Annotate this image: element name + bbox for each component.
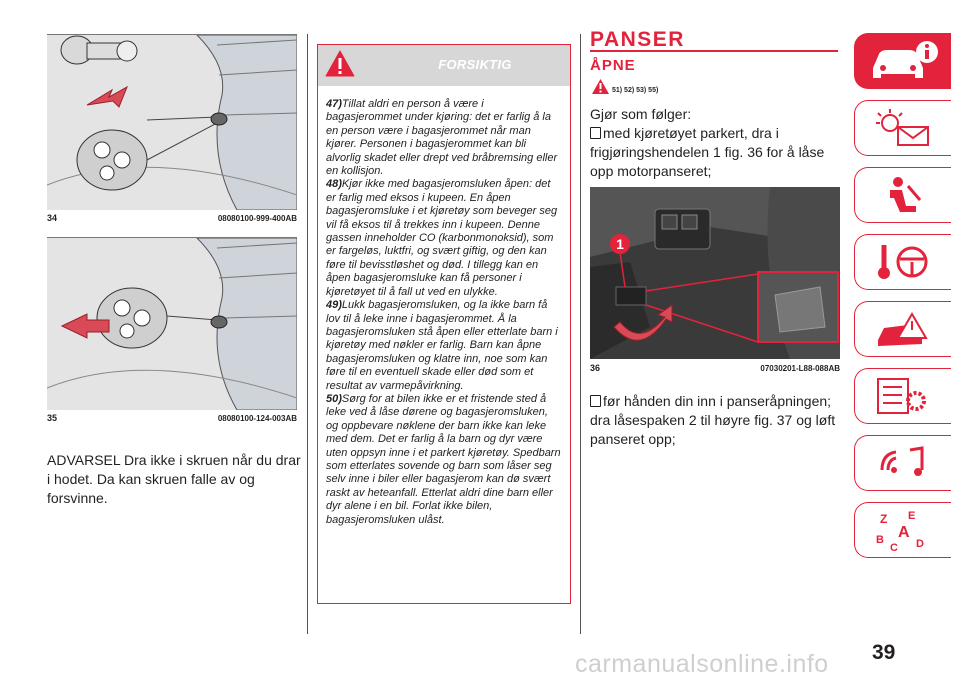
caution-ref: 50) (326, 392, 342, 405)
figure-35-image (47, 237, 297, 410)
caution-item: 48)Kjør ikke med bagasjeromsluken åpen: … (326, 178, 562, 299)
side-tab-lights[interactable] (854, 100, 951, 156)
side-tab-car-info[interactable] (854, 33, 951, 89)
side-tab-starting[interactable] (854, 234, 951, 290)
svg-text:A: A (898, 524, 910, 541)
svg-text:C: C (890, 542, 898, 553)
caution-header: FORSIKTIG (318, 45, 570, 86)
figure-code: 08080100-124-003AB (217, 414, 297, 423)
figure-35-caption: 35 08080100-124-003AB (47, 413, 297, 423)
step-1-text: med kjøretøyet parkert, dra i frigjøring… (590, 125, 825, 179)
caution-references: 51) 52) 53) 55) (612, 87, 659, 94)
caution-body: 47)Tillat aldri en person å være i bagas… (318, 86, 570, 527)
svg-text:D: D (916, 538, 924, 550)
figure-callout: 1 (616, 236, 624, 252)
warning-triangle-icon (592, 79, 609, 94)
figure-code: 07030201-L88-088AB (760, 364, 840, 373)
svg-text:Z: Z (880, 512, 887, 526)
caution-item: 50)Sørg for at bilen ikke er et fristend… (326, 393, 562, 527)
caution-ref: 48) (326, 178, 342, 191)
caution-ref: 47) (326, 98, 342, 110)
checklist-gear-icon (877, 378, 926, 414)
figure-36-image: 1 (590, 187, 840, 359)
figure-code: 08080100-999-400AB (217, 214, 297, 223)
caution-text: Tillat aldri en person å være i bagasjer… (326, 98, 558, 178)
section-title: PANSER (590, 28, 685, 51)
caution-title: FORSIKTIG (438, 57, 512, 72)
column-divider (307, 34, 308, 634)
caution-item: 47)Tillat aldri en person å være i bagas… (326, 98, 562, 178)
key-steering-icon (878, 245, 928, 279)
lights-mail-icon (876, 109, 929, 146)
car-info-icon (873, 41, 938, 78)
side-tab-safety[interactable] (854, 167, 951, 223)
caution-box: FORSIKTIG 47)Tillat aldri en person å væ… (317, 44, 571, 604)
column-divider (580, 34, 581, 634)
page-number: 39 (872, 641, 896, 664)
side-tab-index[interactable]: Z E B A C D (854, 502, 951, 558)
caution-ref: 49) (326, 299, 342, 312)
svg-text:E: E (908, 510, 915, 522)
step-2: før hånden din inn i panseråpningen; dra… (590, 392, 845, 449)
intro-text: Gjør som følger: (590, 106, 692, 122)
warning-text: ADVARSEL Dra ikke i skruen når du drar i… (47, 452, 301, 506)
warning-triangle-icon (325, 50, 355, 77)
caution-text: Sørg for at bilen ikke er et fristende s… (326, 392, 561, 526)
svg-text:B: B (876, 534, 884, 546)
caution-text: Kjør ikke med bagasjeromsluken åpen: det… (326, 178, 558, 298)
figure-34-image (47, 34, 297, 210)
figure-number: 35 (47, 413, 58, 423)
caution-text: Lukk bagasjeromsluken, og la ikke barn f… (326, 299, 558, 392)
seat-airbag-icon (890, 177, 922, 212)
checkbox-bullet-icon (590, 127, 601, 139)
index-letters-icon: Z E B A C D (876, 510, 924, 553)
radio-music-icon (880, 446, 924, 476)
figure-34-caption: 34 08080100-999-400AB (47, 213, 297, 223)
section-subtitle: ÅPNE (590, 57, 636, 74)
figure-number: 36 (590, 363, 601, 373)
watermark: carmanualsonline.info (575, 650, 829, 678)
checkbox-bullet-icon (590, 395, 601, 407)
figure-number: 34 (47, 213, 58, 223)
caution-item: 49)Lukk bagasjeromsluken, og la ikke bar… (326, 299, 562, 393)
side-tab-maintenance[interactable] (854, 368, 951, 424)
warning-car-icon (878, 312, 928, 346)
step-2-text: før hånden din inn i panseråpningen; dra… (590, 393, 836, 447)
side-tab-multimedia[interactable] (854, 435, 951, 491)
side-tab-emergency[interactable] (854, 301, 951, 357)
step-1: med kjøretøyet parkert, dra i frigjøring… (590, 124, 845, 181)
section-title-rule (590, 50, 838, 52)
figure-36-caption: 36 07030201-L88-088AB (590, 363, 840, 373)
